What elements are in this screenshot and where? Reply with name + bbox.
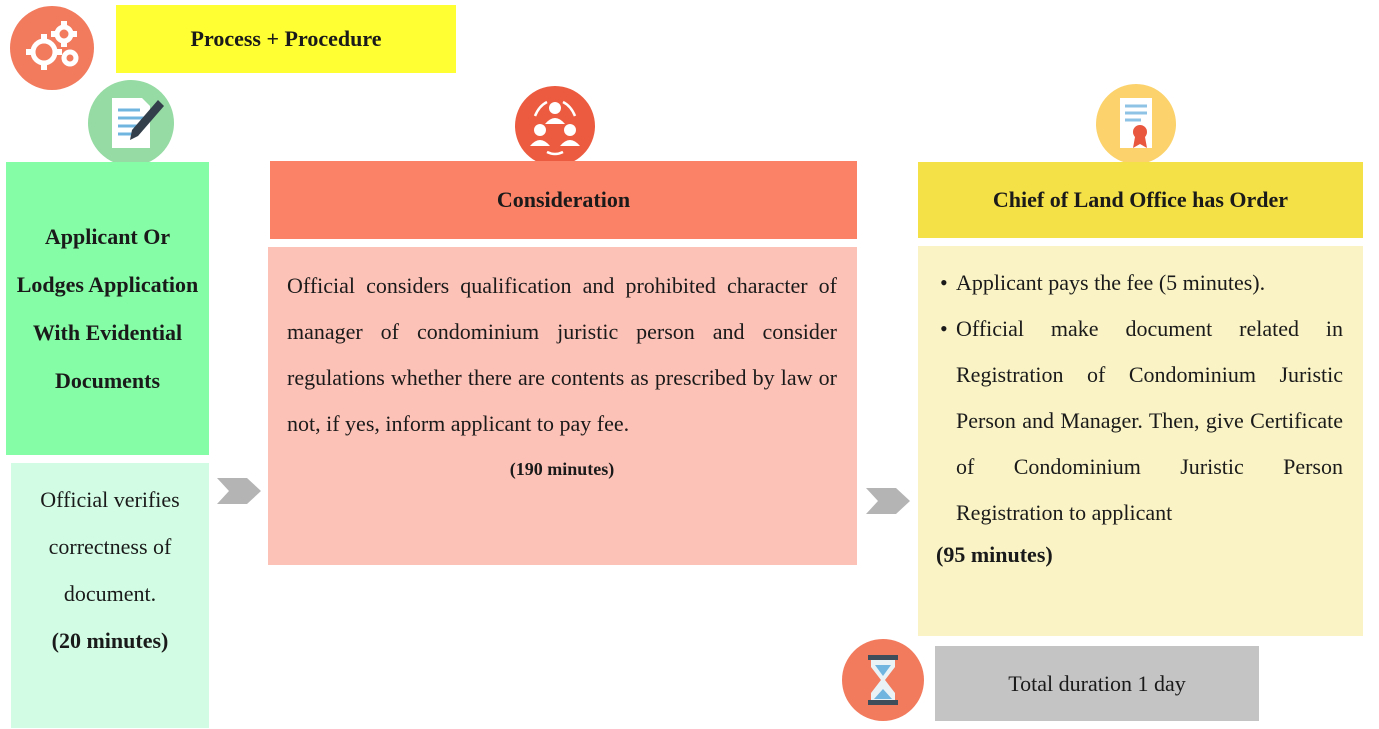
step2-title: Consideration: [270, 161, 857, 239]
step3-title: Chief of Land Office has Order: [918, 162, 1363, 238]
total-duration: Total duration 1 day: [935, 646, 1259, 721]
step1-description: Official verifies correctness of documen…: [40, 487, 180, 606]
step3-body: Applicant pays the fee (5 minutes). Offi…: [918, 246, 1363, 636]
step1-title: Applicant Or Lodges Application With Evi…: [6, 162, 209, 455]
step2-body: Official considers qualification and pro…: [268, 247, 857, 565]
hourglass-icon: [842, 639, 924, 721]
step3-bullet: Applicant pays the fee (5 minutes).: [940, 260, 1343, 306]
step1-duration: (20 minutes): [51, 628, 169, 653]
gears-icon: [10, 6, 94, 90]
chevron-right-icon: [866, 488, 910, 519]
step3-bullet: Official make document related in Regist…: [940, 306, 1343, 536]
step2-description: Official considers qualification and pro…: [287, 273, 837, 436]
certificate-icon: [1096, 84, 1176, 164]
chevron-right-icon: [217, 478, 261, 509]
people-cycle-icon: [515, 86, 595, 166]
step3-bullet-list: Applicant pays the fee (5 minutes). Offi…: [936, 260, 1343, 536]
document-pen-icon: [88, 80, 174, 166]
step3-duration: (95 minutes): [936, 542, 1053, 567]
step2-duration: (190 minutes): [509, 459, 615, 479]
page-title: Process + Procedure: [116, 5, 456, 73]
step1-body: Official verifies correctness of documen…: [11, 463, 209, 728]
